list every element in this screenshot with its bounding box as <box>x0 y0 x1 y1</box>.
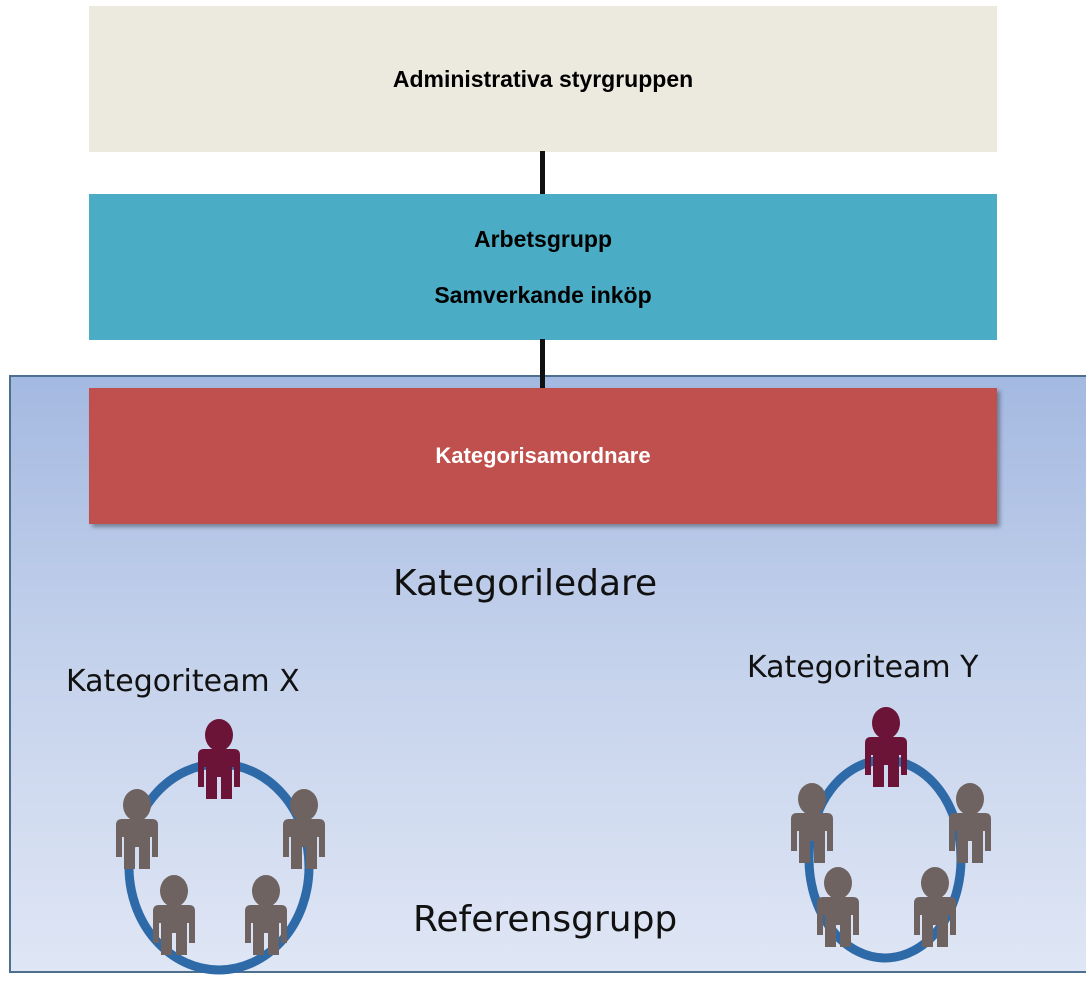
reference-group-label: Referensgrupp <box>413 899 678 940</box>
team-y-label: Kategoriteam Y <box>747 650 979 685</box>
category-leader-label: Kategoriledare <box>393 563 658 604</box>
connector-line <box>540 151 545 195</box>
working-group-sublabel: Samverkande inköp <box>434 282 652 308</box>
person-icon <box>914 867 956 947</box>
working-group-box: Arbetsgrupp Samverkande inköp <box>89 194 997 340</box>
working-group-label: Arbetsgrupp <box>474 226 612 252</box>
person-icon <box>791 783 833 863</box>
person-icon <box>865 707 907 787</box>
person-icon <box>949 783 991 863</box>
admin-steering-label: Administrativa styrgruppen <box>392 65 694 92</box>
person-icon <box>198 719 240 799</box>
category-coordinator-label: Kategorisamordnare <box>435 443 651 468</box>
team-y-circle <box>791 707 991 963</box>
person-icon <box>153 875 195 955</box>
person-icon <box>116 789 158 869</box>
person-icon <box>283 789 325 869</box>
person-icon <box>817 867 859 947</box>
team-x-circle <box>116 719 325 975</box>
category-coordinator-box: Kategorisamordnare <box>89 388 997 524</box>
team-x-label: Kategoriteam X <box>66 664 300 699</box>
admin-steering-box: Administrativa styrgruppen <box>89 6 997 152</box>
connector-line <box>540 339 545 389</box>
person-icon <box>245 875 287 955</box>
